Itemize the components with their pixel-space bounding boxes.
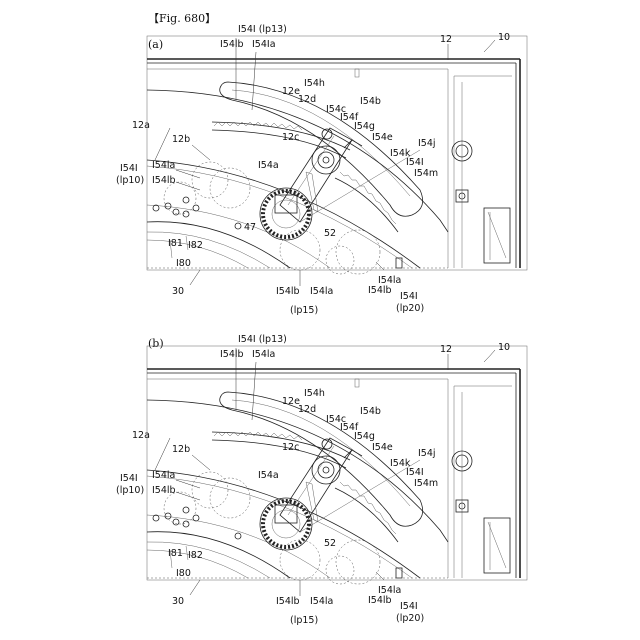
label-154g: I54g xyxy=(354,431,375,442)
label-154la-left: I54la xyxy=(152,160,175,171)
panel-b-caption: (b) xyxy=(148,337,164,350)
label-lp15: (lp15) xyxy=(290,615,318,626)
label-154l-left: I54I xyxy=(120,163,138,174)
label-154a: I54a xyxy=(258,470,279,481)
label-154lb-left: I54lb xyxy=(152,175,176,186)
label-10: 10 xyxy=(498,342,510,353)
label-154e: I54e xyxy=(372,132,393,143)
label-154b: I54b xyxy=(360,96,381,107)
label-154h: I54h xyxy=(304,388,325,399)
label-lp15: (lp15) xyxy=(290,305,318,316)
label-181: I81 xyxy=(168,548,183,559)
label-154e: I54e xyxy=(372,442,393,453)
figure-label: 【Fig. 680】 xyxy=(148,12,216,25)
label-lp20: (lp20) xyxy=(396,303,424,314)
label-154a: I54a xyxy=(258,160,279,171)
label-12: 12 xyxy=(440,34,452,45)
label-lp10: (lp10) xyxy=(116,485,144,496)
label-154l-right: I54I xyxy=(406,157,424,168)
label-12b: 12b xyxy=(172,444,190,455)
label-154m: I54m xyxy=(414,168,438,179)
label-12b: 12b xyxy=(172,134,190,145)
panel-b: (b) I54I (lp13) I54lb I54la 12 10 I54h 1… xyxy=(116,334,527,626)
label-154lb-top: I54lb xyxy=(220,349,244,360)
label-154l-lp13: I54I (lp13) xyxy=(238,24,287,35)
label-154j: I54j xyxy=(418,138,436,149)
label-154l-right: I54I xyxy=(406,467,424,478)
label-10: 10 xyxy=(498,32,510,43)
label-154l-lp13: I54I (lp13) xyxy=(238,334,287,345)
label-52: 52 xyxy=(324,538,336,549)
label-154h: I54h xyxy=(304,78,325,89)
label-lp10: (lp10) xyxy=(116,175,144,186)
label-180: I80 xyxy=(176,568,191,579)
label-154lb-bottom-right: I54lb xyxy=(368,595,392,606)
label-12c: 12c xyxy=(282,442,299,453)
label-154la-top: I54Ia xyxy=(252,39,276,50)
label-154lb-top: I54lb xyxy=(220,39,244,50)
label-12d: 12d xyxy=(298,404,316,415)
label-154j: I54j xyxy=(418,448,436,459)
label-154l-left: I54I xyxy=(120,473,138,484)
label-12c: 12c xyxy=(282,132,299,143)
label-180: I80 xyxy=(176,258,191,269)
panel-a-caption: (a) xyxy=(148,38,163,51)
label-154b: I54b xyxy=(360,406,381,417)
label-154g: I54g xyxy=(354,121,375,132)
label-154l-lp20: I54I xyxy=(400,291,418,302)
label-12d: 12d xyxy=(298,94,316,105)
label-12: 12 xyxy=(440,344,452,355)
label-154lb-bottom: I54lb xyxy=(276,596,300,607)
label-154la-bottom: I54la xyxy=(310,596,333,607)
label-12a: 12a xyxy=(132,120,150,131)
label-154lb-bottom-right: I54lb xyxy=(368,285,392,296)
label-52: 52 xyxy=(324,228,336,239)
panel-b-drawing xyxy=(147,346,527,596)
label-154lb-bottom: I54lb xyxy=(276,286,300,297)
label-154m: I54m xyxy=(414,478,438,489)
panel-a: (a) I54I (lp13) I54lb I54Ia 12 10 I54h 1… xyxy=(116,24,527,316)
panel-a-drawing xyxy=(147,36,527,286)
label-154la-left: I54la xyxy=(152,470,175,481)
label-30: 30 xyxy=(172,596,184,607)
label-154l-lp20: I54I xyxy=(400,601,418,612)
label-182: I82 xyxy=(188,240,203,251)
label-47: 47 xyxy=(244,222,256,233)
label-30: 30 xyxy=(172,286,184,297)
label-lp20: (lp20) xyxy=(396,613,424,624)
label-181: I81 xyxy=(168,238,183,249)
label-182: I82 xyxy=(188,550,203,561)
label-12a: 12a xyxy=(132,430,150,441)
label-154la-bottom: I54la xyxy=(310,286,333,297)
label-154la-top: I54la xyxy=(252,349,275,360)
label-154lb-left: I54lb xyxy=(152,485,176,496)
